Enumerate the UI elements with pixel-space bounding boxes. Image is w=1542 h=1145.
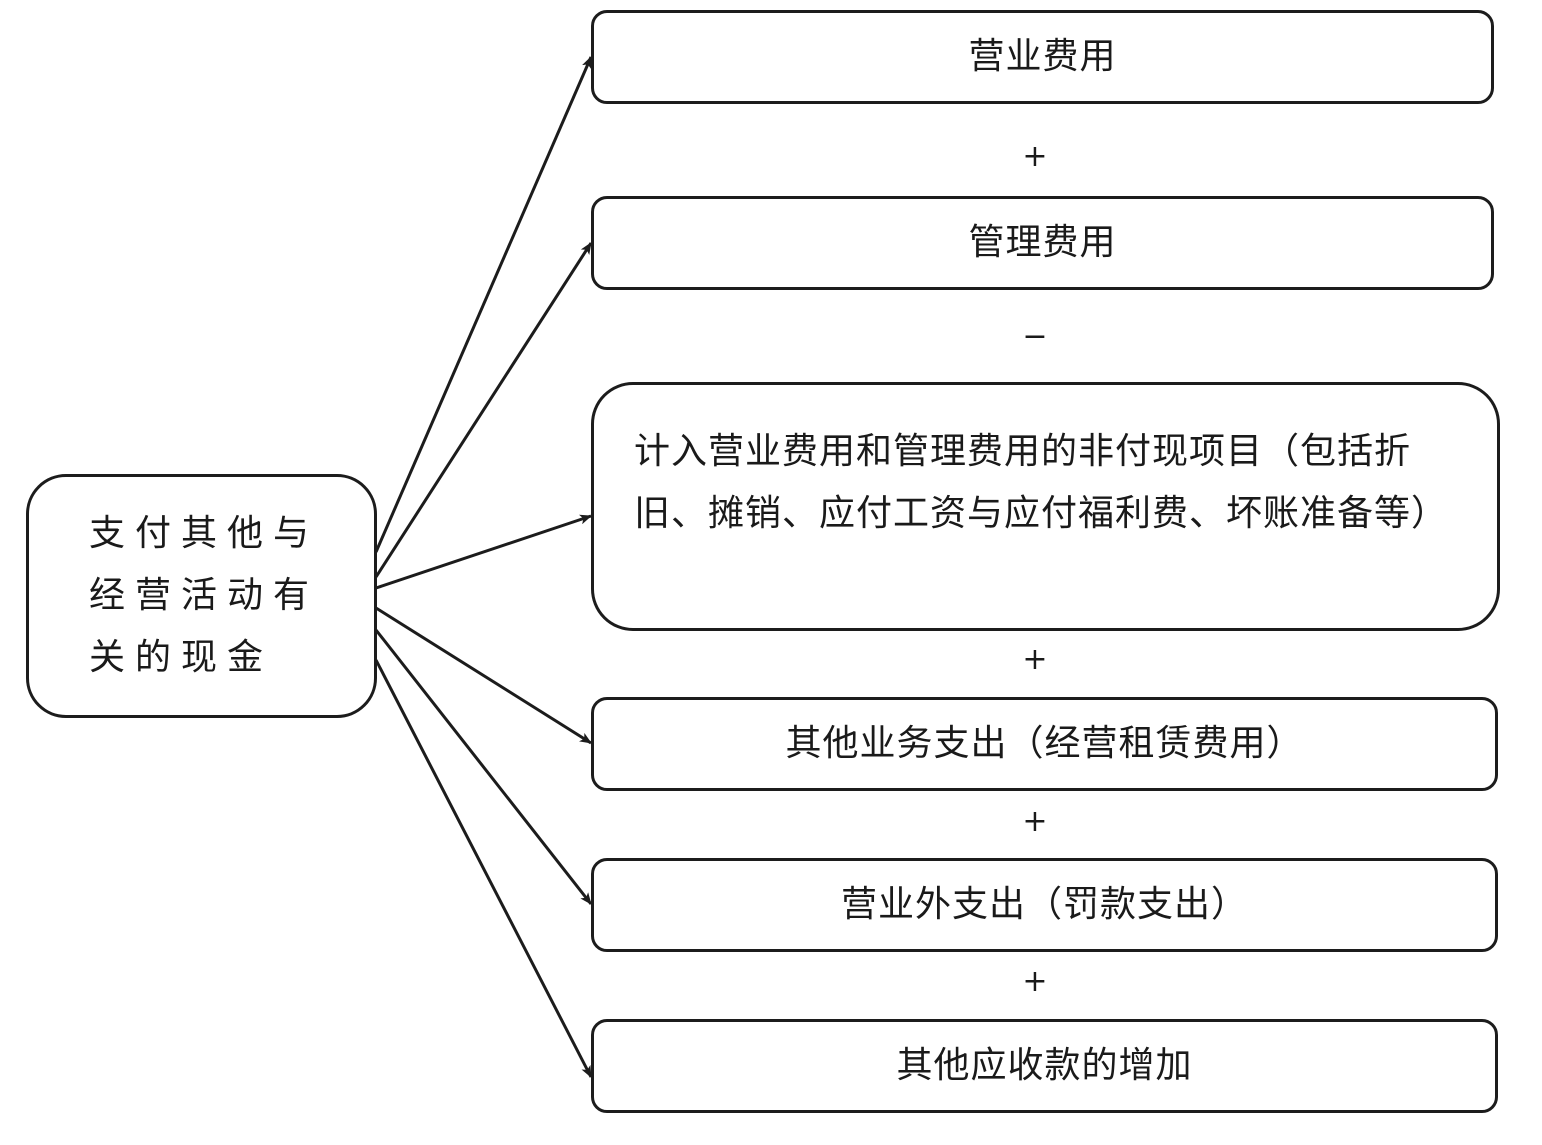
- operator-minus: −: [1022, 319, 1048, 354]
- source-node: 支付其他与经营活动有关的现金: [26, 474, 377, 718]
- arrow-to-component-3: [375, 514, 592, 590]
- component-node-admin-expenses: 管理费用: [591, 196, 1494, 290]
- component-label: 营业外支出（罚款支出）: [840, 884, 1248, 925]
- arrow-to-component-2: [374, 242, 593, 578]
- source-label: 支付其他与经营活动有关的现金: [89, 513, 320, 678]
- component-node-other-business-expenses: 其他业务支出（经营租赁费用）: [591, 697, 1498, 791]
- component-label: 管理费用: [968, 222, 1117, 263]
- component-label: 其他业务支出（经营租赁费用）: [785, 723, 1304, 764]
- component-node-other-receivables-increase: 其他应收款的增加: [591, 1019, 1498, 1113]
- operator-plus: +: [1022, 139, 1048, 174]
- operator-plus: +: [1022, 964, 1048, 999]
- component-label: 营业费用: [968, 36, 1117, 77]
- component-label: 其他应收款的增加: [896, 1045, 1193, 1086]
- arrow-to-component-4: [375, 606, 592, 745]
- operator-plus: +: [1022, 642, 1048, 677]
- component-node-non-operating-expenses: 营业外支出（罚款支出）: [591, 858, 1498, 952]
- arrow-to-component-6: [374, 659, 593, 1078]
- component-node-selling-expenses: 营业费用: [591, 10, 1494, 104]
- component-node-non-cash-items: 计入营业费用和管理费用的非付现项目（包括折旧、摊销、应付工资与应付福利费、坏账准…: [591, 382, 1500, 631]
- arrow-to-component-1: [374, 56, 593, 553]
- arrow-to-component-5: [374, 629, 593, 905]
- component-label: 计入营业费用和管理费用的非付现项目（包括折旧、摊销、应付工资与应付福利费、坏账准…: [634, 431, 1449, 534]
- operator-plus: +: [1022, 804, 1048, 839]
